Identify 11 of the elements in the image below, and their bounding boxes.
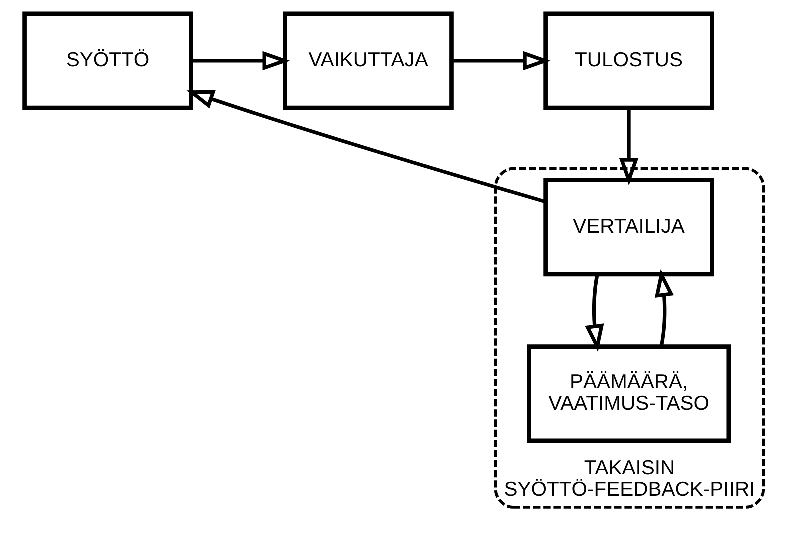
node-box: TULOSTUS	[544, 12, 714, 110]
arrow	[191, 51, 290, 71]
arrow	[654, 269, 674, 348]
arrow	[585, 274, 604, 352]
node-box: SYÖTTÖ	[22, 12, 194, 110]
arrow	[452, 51, 551, 71]
arrow	[619, 108, 639, 186]
arrow	[186, 90, 546, 204]
node-box: VERTAILIJA	[544, 178, 714, 277]
node-box: VAIKUTTAJA	[283, 12, 454, 110]
node-box: PÄÄMÄÄRÄ, VAATIMUS-TASO	[527, 344, 732, 444]
